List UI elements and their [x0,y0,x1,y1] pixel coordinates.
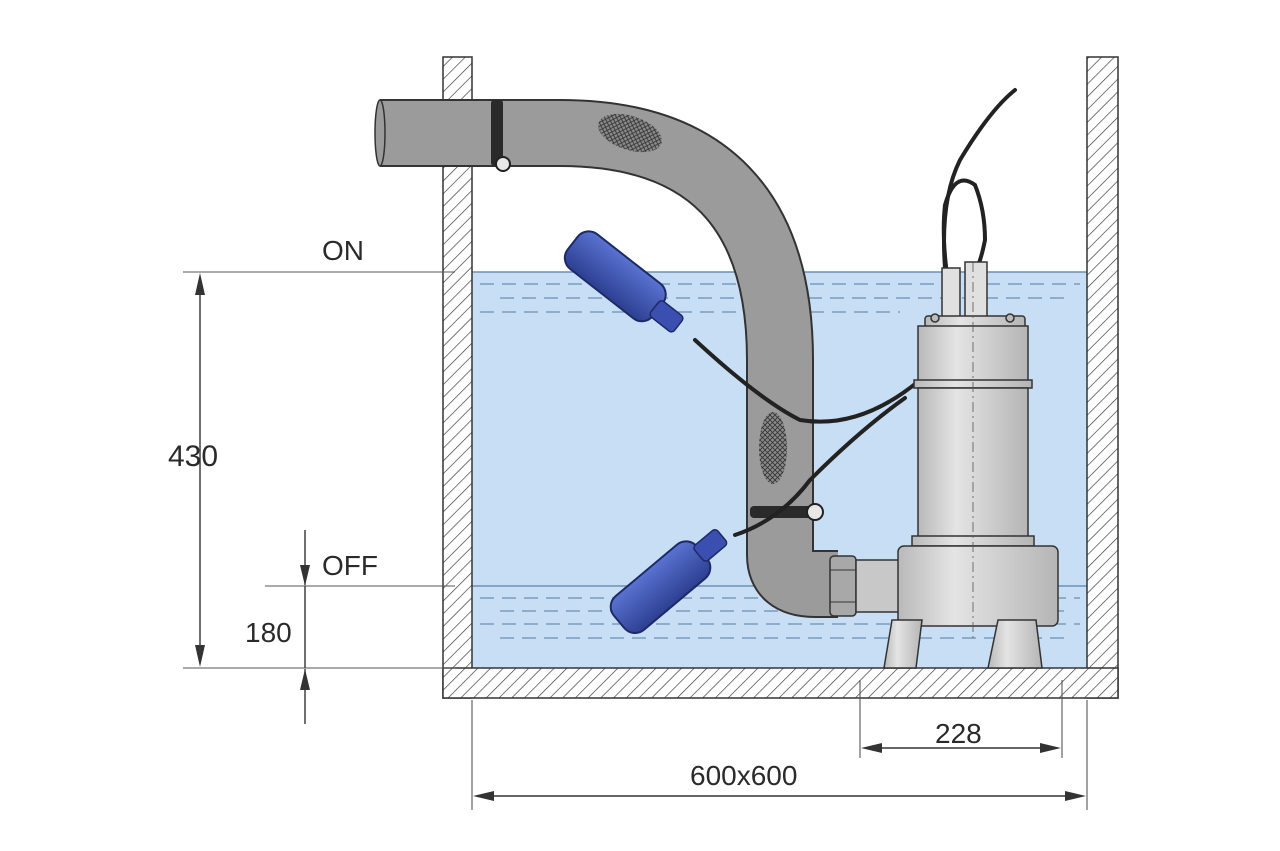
pipe-mesh-upper [598,113,662,153]
submersible-pump [883,261,1059,669]
dimension-pump-offset [859,680,1063,758]
pipe-clamp-upper [491,100,503,166]
float-cables [693,88,1017,537]
label-on: ON [322,235,364,266]
label-pump-offset: 228 [935,718,982,749]
pipe-clamp-lower [750,506,820,518]
dimension-on-height [183,271,455,669]
dimension-pit-size [471,700,1088,810]
label-pit-size: 600x600 [690,760,797,791]
float-switch-on [563,230,684,333]
float-switch-off [609,528,728,635]
label-height-on: 430 [168,440,218,473]
discharge-pipe [374,99,903,618]
pit-wall-right [1086,56,1119,699]
dimension-off-height [265,530,455,724]
pipe-union-nut [829,555,857,617]
pit-floor [442,667,1119,699]
pipe-mesh-lower [759,412,787,484]
label-height-off: 180 [245,617,292,648]
label-off: OFF [322,550,378,581]
